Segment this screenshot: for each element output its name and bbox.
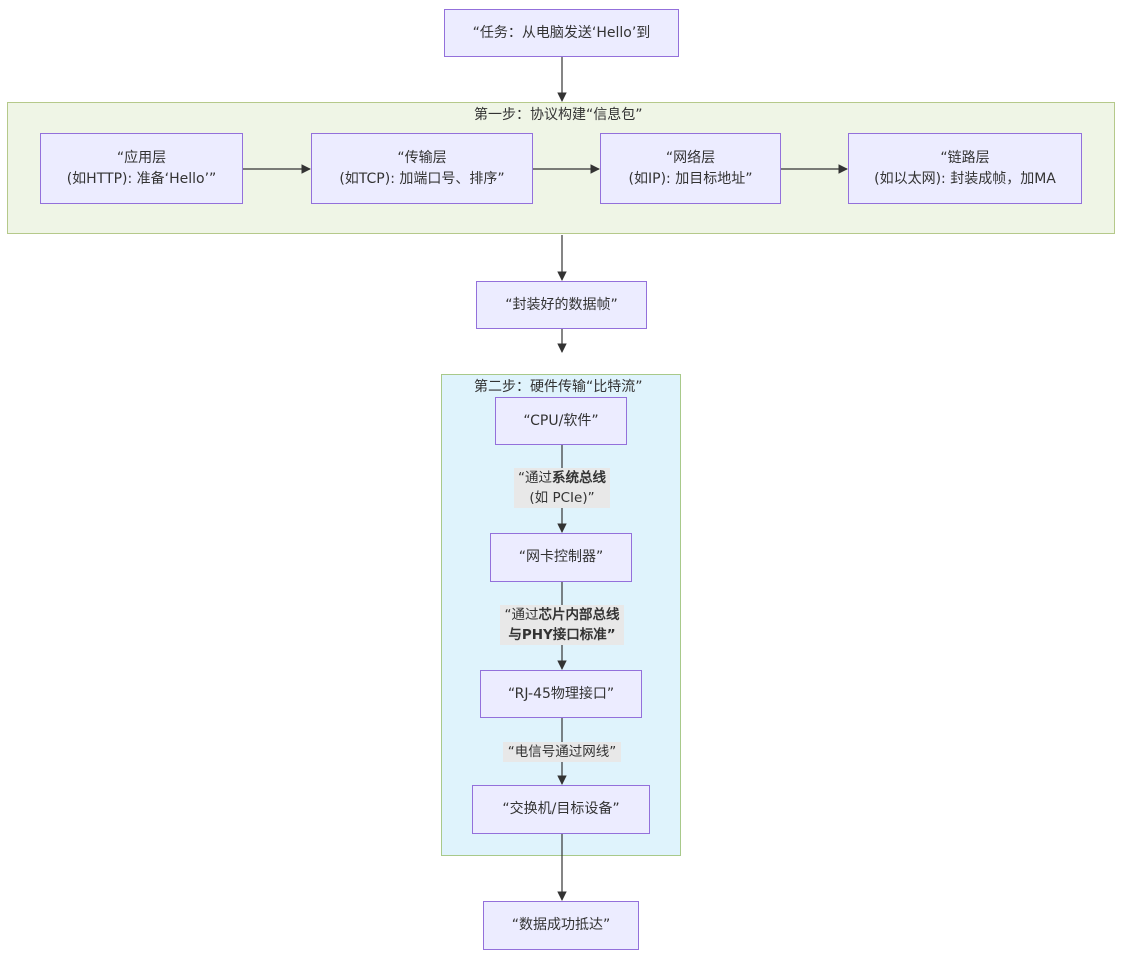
node-data-frame: “封装好的数据帧” <box>476 281 647 329</box>
edge-label-chip-bus-line2: 与PHY接口标准” <box>508 627 616 643</box>
edge-label-chip-bus-bold: 芯片内部总线 <box>538 607 620 623</box>
node-network-layer: “网络层 (如IP): 加目标地址” <box>600 133 781 204</box>
node-data-frame-label: “封装好的数据帧” <box>505 296 618 313</box>
node-rj45-interface-label: “RJ-45物理接口” <box>507 685 615 702</box>
edge-label-chip-bus: “通过芯片内部总线 与PHY接口标准” <box>500 605 624 645</box>
node-nic-controller-label: “网卡控制器” <box>518 549 604 565</box>
subgraph-step2-title: 第二步：硬件传输“比特流” <box>474 379 643 395</box>
edge-label-system-bus: “通过系统总线 (如 PCIe)” <box>514 468 610 508</box>
node-nic-controller: “网卡控制器” <box>490 533 632 582</box>
node-application-layer: “应用层 (如HTTP): 准备‘Hello’” <box>40 133 243 204</box>
node-application-layer-line1: “应用层 <box>116 149 167 166</box>
node-task-label: “任务：从电脑发送‘Hello’到 <box>472 24 651 41</box>
node-switch-target: “交换机/目标设备” <box>472 785 650 834</box>
node-success: “数据成功抵达” <box>483 901 639 950</box>
node-transport-layer-line2: (如TCP): 加端口号、排序” <box>339 170 505 187</box>
node-task: “任务：从电脑发送‘Hello’到 <box>444 9 679 57</box>
node-application-layer-line2: (如HTTP): 准备‘Hello’” <box>66 170 217 187</box>
node-transport-layer: “传输层 (如TCP): 加端口号、排序” <box>311 133 533 204</box>
edge-label-system-bus-bold: 系统总线 <box>552 470 606 486</box>
edge-label-signal-text: “电信号通过网线” <box>507 744 617 760</box>
node-network-layer-line2: (如IP): 加目标地址” <box>628 170 753 187</box>
node-transport-layer-line1: “传输层 <box>397 149 447 166</box>
node-link-layer: “链路层 (如以太网): 封装成帧，加MA <box>848 133 1082 204</box>
node-success-label: “数据成功抵达” <box>511 917 611 933</box>
subgraph-step1-title: 第一步：协议构建“信息包” <box>474 107 643 123</box>
node-network-layer-line1: “网络层 <box>665 149 716 166</box>
node-link-layer-line2: (如以太网): 封装成帧，加MA <box>874 170 1056 187</box>
edge-label-signal: “电信号通过网线” <box>503 742 621 762</box>
node-link-layer-line1: “链路层 <box>940 149 990 166</box>
edge-label-system-bus-prefix: “通过 <box>518 470 552 486</box>
edge-label-system-bus-line2: (如 PCIe)” <box>529 490 595 506</box>
edge-label-system-bus-line1: “通过系统总线 <box>515 468 609 488</box>
node-cpu-software: “CPU/软件” <box>495 397 627 445</box>
node-switch-target-label: “交换机/目标设备” <box>502 801 620 817</box>
edge-label-chip-bus-prefix: “通过 <box>504 607 539 623</box>
node-cpu-software-label: “CPU/软件” <box>523 412 599 429</box>
node-rj45-interface: “RJ-45物理接口” <box>480 670 642 718</box>
edge-label-chip-bus-line1: “通过芯片内部总线 <box>501 605 623 625</box>
